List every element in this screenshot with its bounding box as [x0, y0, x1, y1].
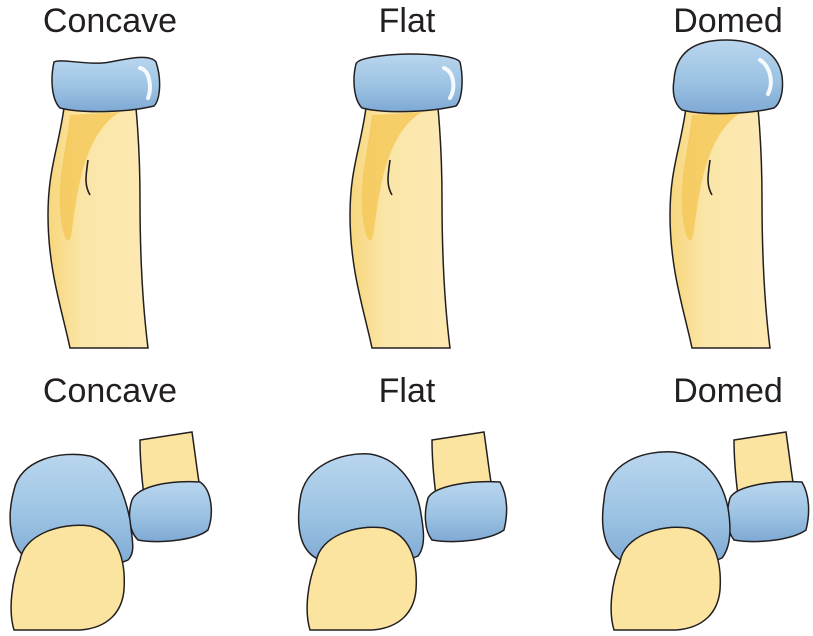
label-top-domed: Domed: [673, 2, 783, 40]
bone-shaft-flat: [349, 107, 451, 349]
label-top-flat: Flat: [378, 2, 436, 40]
label-bottom-domed: Domed: [673, 372, 783, 410]
cartilage-cap-concave: [51, 56, 161, 113]
label-bottom-concave: Concave: [42, 372, 178, 410]
joint-flat: [297, 431, 508, 631]
label-bottom-flat: Flat: [378, 372, 436, 410]
bone-shaft-domed: [669, 107, 771, 349]
label-top-concave: Concave: [42, 2, 178, 40]
cartilage-cap-domed: [672, 39, 784, 115]
joint-domed: [601, 431, 810, 631]
bone-shaft-concave: [47, 107, 149, 349]
joint-concave: [9, 431, 213, 631]
cartilage-cap-flat: [353, 53, 463, 113]
